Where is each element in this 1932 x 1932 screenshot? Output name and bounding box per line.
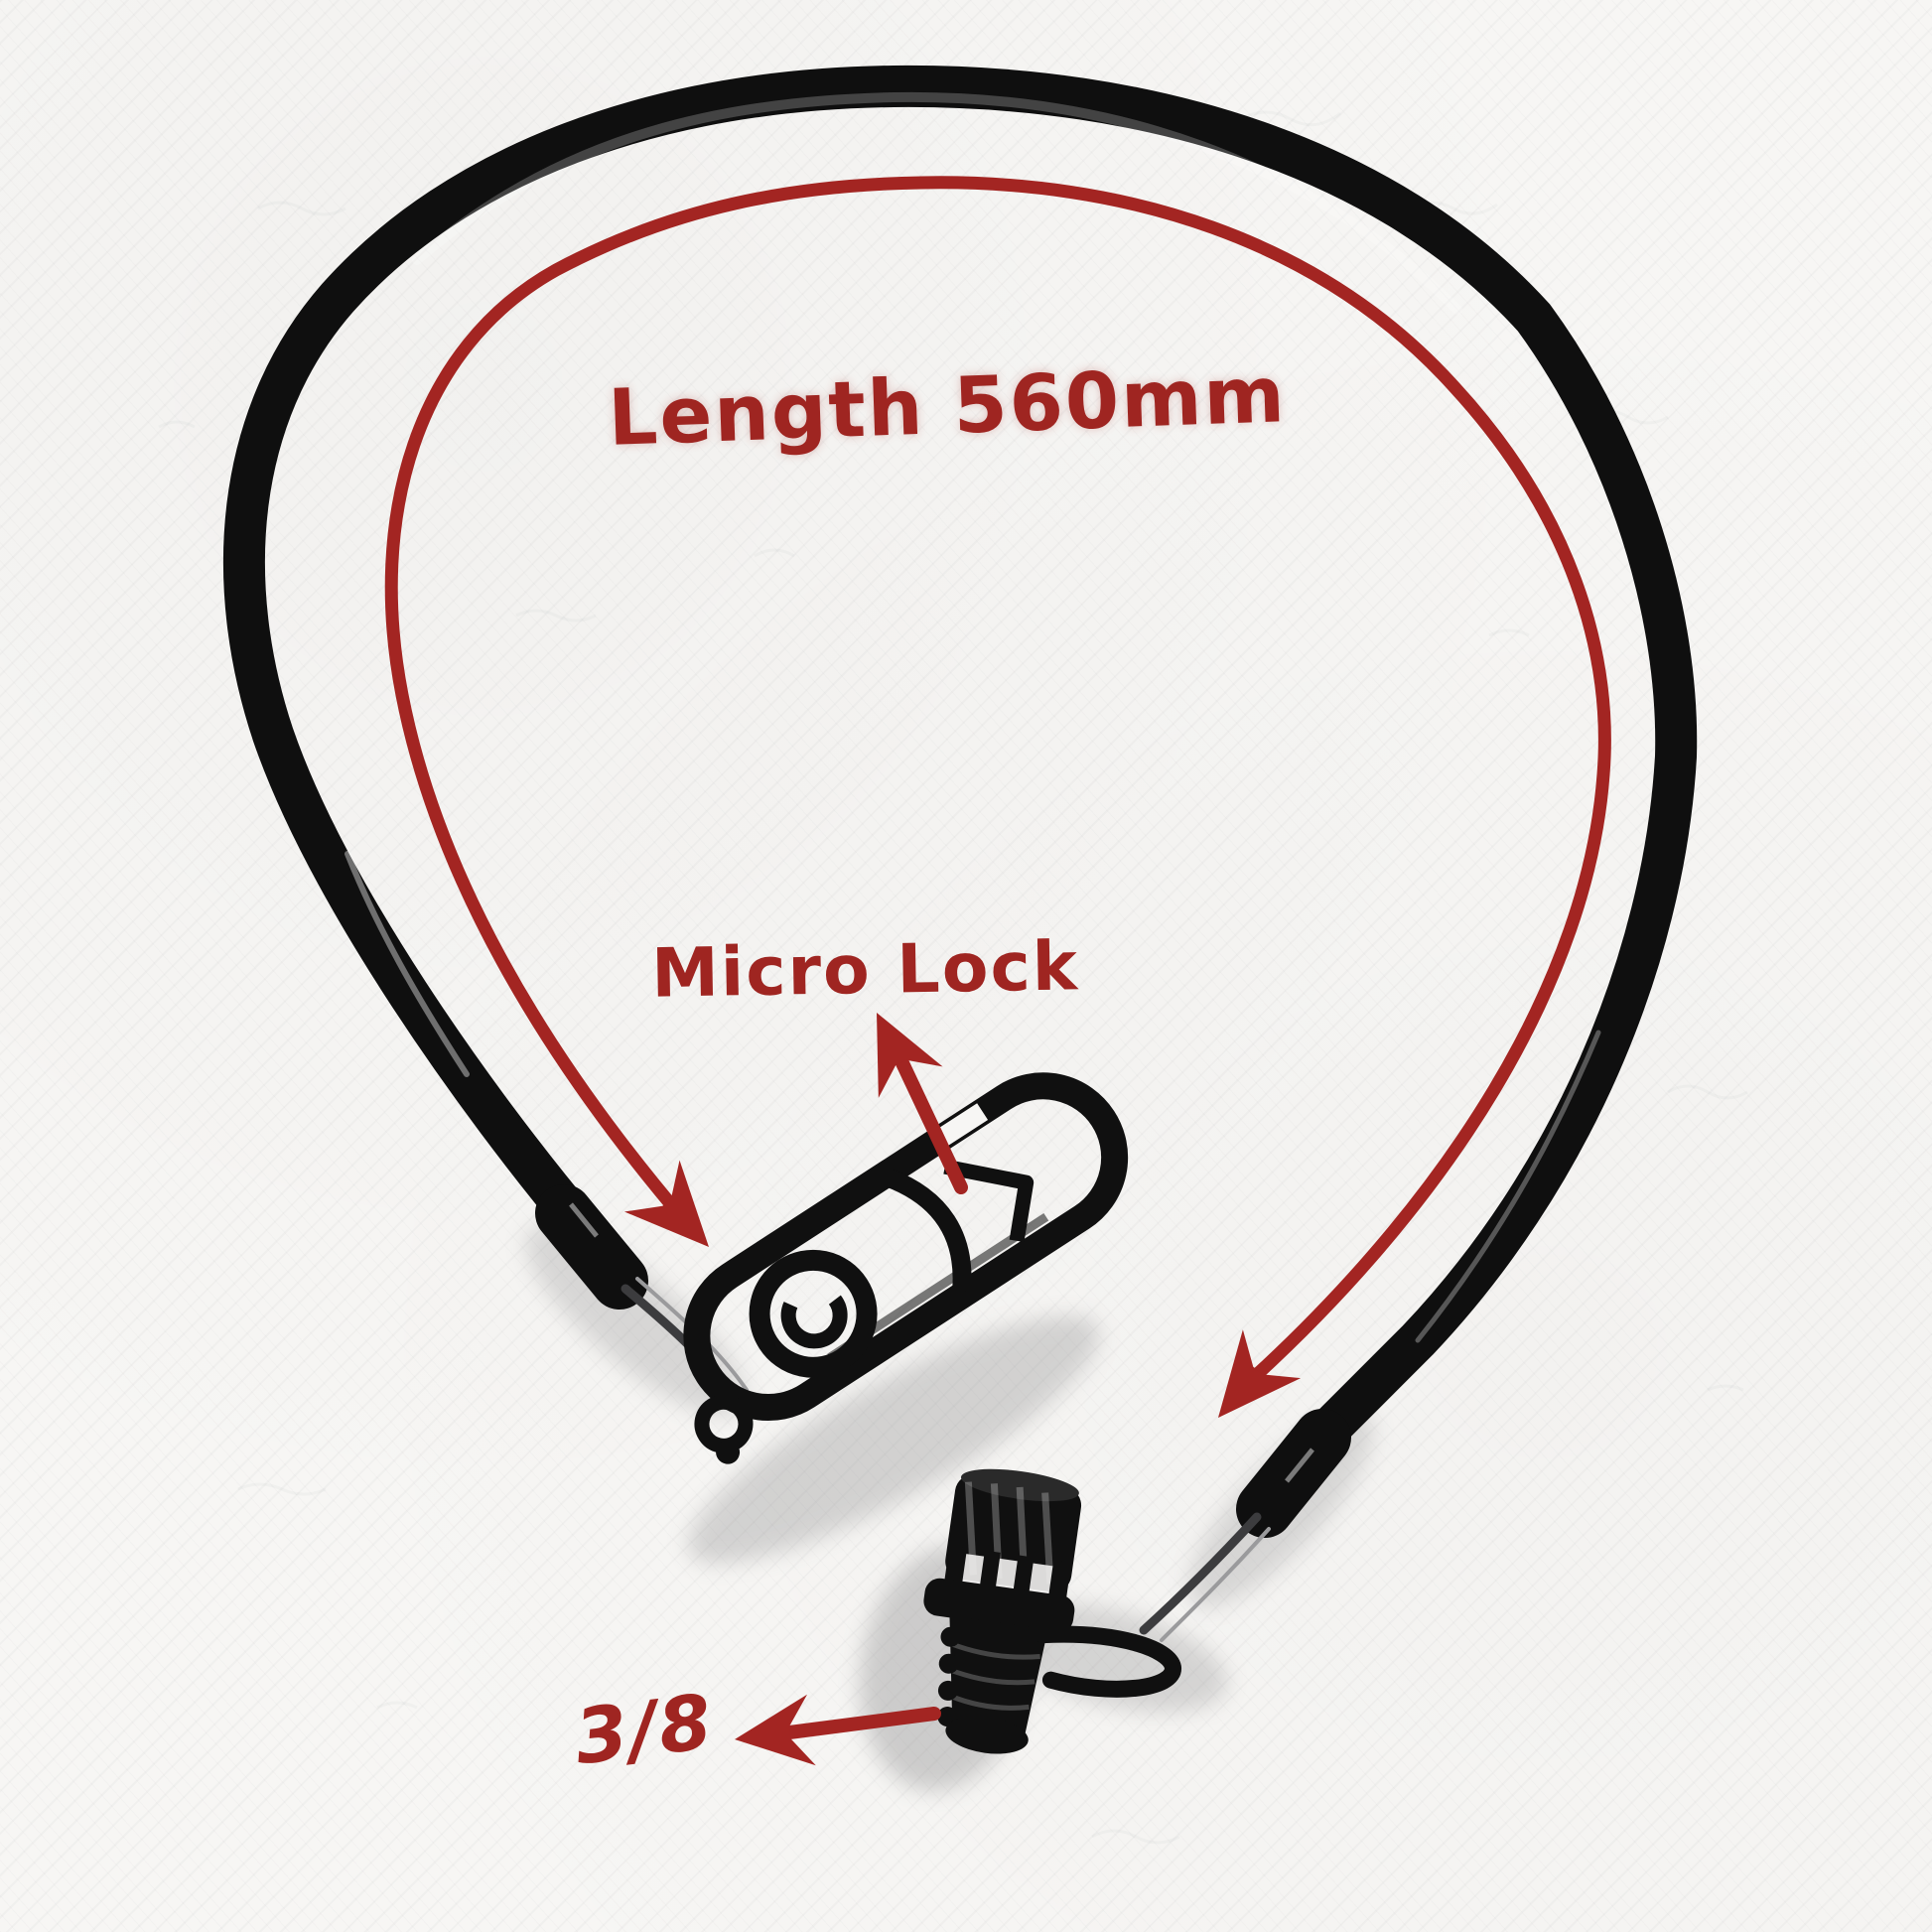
thread-arrow-line [759, 1707, 941, 1742]
texture-squiggle [237, 1482, 418, 1710]
length-label: Length 560mm [607, 350, 1288, 464]
slot-post [979, 1550, 1001, 1592]
labels: Length 560mm Length 560mm Micro Lock 3/8 [570, 350, 1288, 1781]
clip-eye-pin [716, 1440, 741, 1464]
texture-squiggle [1667, 1084, 1748, 1392]
ferrule-right-glint [1285, 1448, 1314, 1483]
micro-lock-label: Micro Lock [651, 927, 1080, 1014]
cable-loop [222, 65, 1698, 1449]
thread-arrowhead-icon [735, 1694, 816, 1766]
length-arc [384, 176, 1611, 1405]
swivel-spiral [749, 1249, 878, 1378]
thin-cable-right [1139, 1512, 1262, 1635]
clip-eye [694, 1394, 754, 1453]
thread-size-annotation [735, 1694, 941, 1766]
clip-shadow [687, 1315, 1100, 1564]
screw-thread-lines [948, 1641, 1040, 1711]
crimp-ferrules [535, 1184, 1351, 1538]
clip-gate-lever [884, 1169, 972, 1292]
cable-strand-highlight [345, 851, 470, 1077]
screw-wire-eye [1035, 1625, 1181, 1698]
length-arrowhead-left-icon [623, 1160, 709, 1247]
screw-knob-top [960, 1468, 1079, 1502]
thread-line [948, 1667, 1035, 1686]
length-annotation [384, 176, 1611, 1418]
knurl-bump [940, 1626, 961, 1647]
slot-post [1013, 1555, 1035, 1597]
screw-slot-posts [943, 1545, 1072, 1602]
thread-line [949, 1693, 1030, 1711]
screw-knurl-bumps [937, 1626, 961, 1727]
ferrule-left-glint [569, 1202, 599, 1238]
clip-trigger [943, 1159, 1035, 1243]
thin-cable-right-strand [1160, 1527, 1271, 1642]
clip-gate-gap [933, 1103, 989, 1149]
screw-threaded-shaft [949, 1615, 1048, 1742]
cable-strand-highlight-right [1415, 1030, 1601, 1343]
micro-lock-arrowhead-icon [877, 1013, 943, 1098]
swivel-spiral-core [780, 1295, 848, 1349]
screw-slot-band [952, 1552, 1063, 1595]
crimp-ferrule-left [535, 1184, 648, 1310]
micro-lock-annotation [877, 1013, 968, 1194]
knurl-bump [937, 1680, 958, 1701]
length-arrowhead-right-icon [1218, 1329, 1302, 1418]
slot-post [943, 1545, 968, 1587]
micro-lock-clip [683, 1072, 1129, 1464]
knurl-bump [938, 1653, 959, 1674]
texture-squiggle [158, 201, 346, 429]
cable-outline [222, 65, 1698, 1449]
thread-size-label: 3/8 [570, 1677, 718, 1781]
thread-screw-3-8 [923, 1468, 1181, 1754]
texture-squiggle [515, 548, 795, 622]
clip-body-outline [683, 1072, 1129, 1422]
texture-squiggle [1091, 1829, 1180, 1845]
cable-braid-highlight [412, 91, 1462, 315]
slot-post [1047, 1560, 1072, 1602]
micro-lock-arrow-line [889, 1041, 968, 1194]
thread-line [950, 1641, 1040, 1660]
crimp-ferrule-right [1236, 1409, 1351, 1538]
screw-tip [945, 1717, 1029, 1754]
